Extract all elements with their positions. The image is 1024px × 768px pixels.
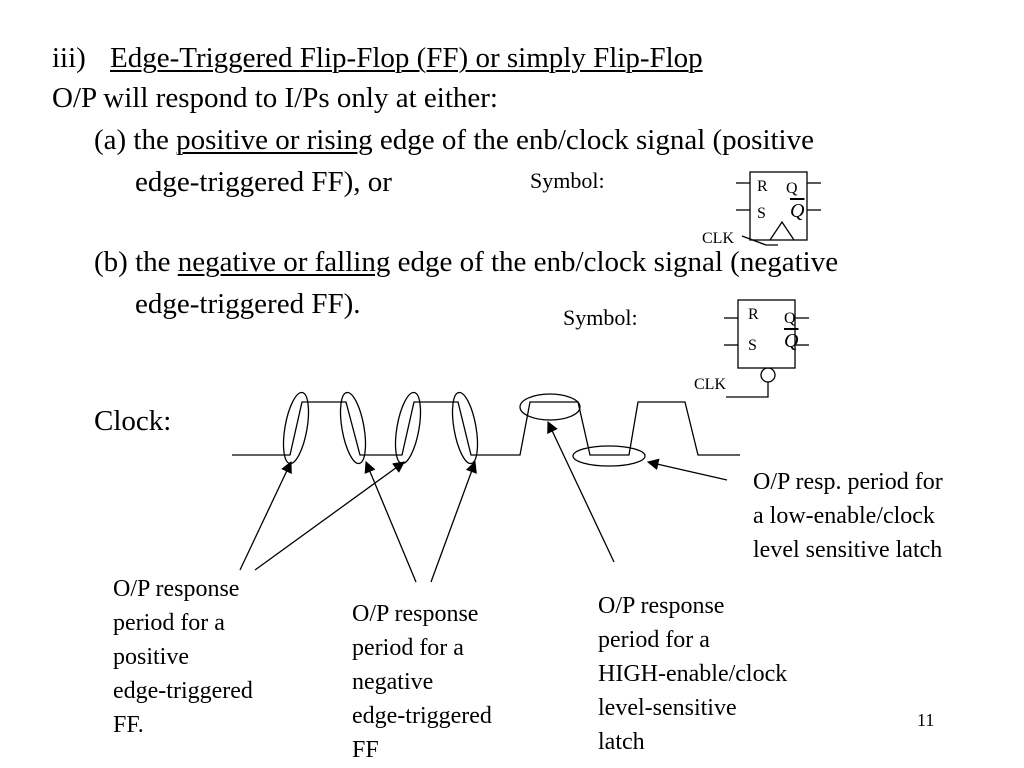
caption-high-enable: O/P response period for a HIGH-enable/cl… <box>598 593 788 755</box>
arrow-negative-1 <box>364 460 417 583</box>
item-b-symbol-label: Symbol: <box>563 305 638 330</box>
positive-ff-clk-lead <box>741 235 778 246</box>
clock-waveform <box>232 401 740 456</box>
positive-ff-qbar-label: Q <box>790 200 805 222</box>
negative-ff-bubble <box>760 367 776 383</box>
negative-ff-symbol <box>724 299 809 398</box>
positive-ff-s-label: S <box>757 205 766 222</box>
item-a-line2: edge-triggered FF), or <box>135 166 392 198</box>
item-a-emphasis: positive or rising <box>176 124 373 156</box>
page-number: 11 <box>917 710 935 730</box>
clock-label: Clock: <box>94 405 172 437</box>
caption-positive-edge: O/P response period for a positive edge-… <box>113 576 253 738</box>
arrow-positive-2 <box>254 461 405 571</box>
positive-ff-symbol <box>736 171 821 246</box>
heading-title: Edge-Triggered Flip-Flop (FF) or simply … <box>110 42 703 74</box>
item-a-prefix: (a) the <box>94 124 177 156</box>
caption-negative-edge: O/P response period for a negative edge-… <box>352 601 492 763</box>
intro-text: O/P will respond to I/Ps only at either: <box>52 82 498 114</box>
arrow-negative-2 <box>430 460 477 583</box>
item-a-suffix: edge of the enb/clock signal (positive <box>372 124 814 156</box>
arrow-positive-1 <box>239 460 292 571</box>
item-b-suffix: edge of the enb/clock signal (negative <box>390 246 839 278</box>
item-b-line1: (b) the negative or falling edge of the … <box>94 246 838 279</box>
item-a-symbol-label: Symbol: <box>530 168 605 193</box>
positive-ff-clock-triangle <box>769 220 795 241</box>
negative-ff-q-label: Q <box>784 310 796 327</box>
heading-number: iii) <box>52 42 86 74</box>
arrow-low-enable <box>646 458 728 481</box>
negative-ff-clk-lead <box>726 382 769 398</box>
positive-ff-r-label: R <box>757 178 768 195</box>
arrow-high-enable <box>547 420 615 563</box>
negative-ff-clk-label: CLK <box>694 376 726 393</box>
caption-low-enable: O/P resp. period for a low-enable/clock … <box>753 469 943 563</box>
negative-ff-r-label: R <box>748 306 759 323</box>
low-level-ellipse <box>572 445 646 467</box>
item-a-line1: (a) the positive or rising edge of the e… <box>94 124 814 157</box>
item-b-emphasis: negative or falling <box>177 246 391 278</box>
positive-ff-q-label: Q <box>786 180 798 197</box>
positive-ff-body <box>749 171 808 241</box>
item-b-line2: edge-triggered FF). <box>135 288 361 320</box>
high-level-ellipse <box>519 393 581 421</box>
falling-edge-ellipse-1 <box>339 391 367 465</box>
item-b-prefix: (b) the <box>94 246 178 278</box>
caption-arrows <box>239 420 728 583</box>
positive-ff-clk-label: CLK <box>702 230 734 247</box>
negative-ff-qbar-label: Q <box>784 330 799 352</box>
negative-ff-s-label: S <box>748 337 757 354</box>
